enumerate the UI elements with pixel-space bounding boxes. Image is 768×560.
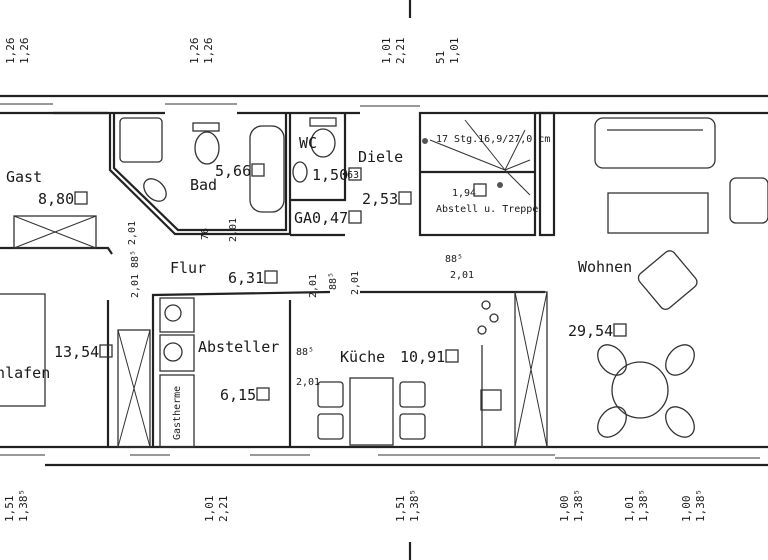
dimension-label: 1,01 — [380, 38, 393, 65]
dimension-label: 1,26 — [188, 38, 201, 65]
door-dimension-label: 2,01 — [127, 221, 138, 245]
door-width-label: 63 — [347, 170, 359, 181]
room-area: 8,80 — [38, 190, 74, 208]
door-dimension-label: 88⁵ — [445, 254, 463, 265]
room-area: 5,66 — [215, 162, 251, 180]
shaft-gast — [13, 215, 97, 249]
room-area: 1,50 — [312, 166, 348, 184]
door-dimension-label: 2,01 — [130, 274, 141, 298]
area-unit-icon — [348, 210, 362, 224]
area-unit-icon — [256, 387, 270, 401]
boiler-label: Gastherme — [172, 386, 183, 440]
dimension-label: 1,00 — [558, 496, 571, 523]
dimension-label: 1,38⁵ — [572, 489, 585, 522]
dimension-label: 1,38⁵ — [408, 489, 421, 522]
dimension-label: 1,38⁵ — [637, 489, 650, 522]
dimension-label: 2,21 — [394, 38, 407, 65]
bed-schlafen — [0, 293, 46, 407]
dimension-label: 1,26 — [4, 38, 17, 65]
door-dimension-label: 76 — [200, 228, 211, 240]
room-name: Absteller — [198, 338, 279, 356]
stair-annotation: 17 Stg.16,9/27,0 cm — [436, 134, 550, 145]
room-area: 1,94 — [452, 188, 476, 199]
room-name: Schlafen — [0, 364, 50, 382]
dimension-label: 1,26 — [202, 38, 215, 65]
dimension-label: 1,01 — [448, 38, 461, 65]
room-name: Bad — [190, 176, 217, 194]
dimension-label: 1,51 — [394, 496, 407, 523]
room-name: Abstell u. Treppe — [436, 204, 538, 215]
room-area: 29,54 — [568, 322, 613, 340]
dimension-label: 51 — [434, 51, 447, 64]
area-unit-icon — [445, 349, 459, 363]
area-unit-icon — [613, 323, 627, 337]
area-unit-icon — [473, 183, 487, 197]
area-unit-icon — [348, 167, 362, 181]
interior-walls — [0, 111, 556, 447]
dimension-label: 1,26 — [18, 38, 31, 65]
door-dimension-label: 88⁵ — [130, 250, 141, 268]
door-dimension-label: 2,01 — [296, 377, 320, 388]
room-name: Küche — [340, 348, 385, 366]
dimension-label: 1,01 — [203, 496, 216, 523]
dimension-label: 1,01 — [623, 496, 636, 523]
area-unit-icon — [251, 163, 265, 177]
door-dimension-label: 2,01 — [228, 218, 239, 242]
utility-fixtures — [159, 297, 195, 448]
door-dimension-label: 2,01 — [308, 274, 319, 298]
door-dimension-label: 88⁵ — [296, 347, 314, 358]
room-area: 6,15 — [220, 386, 256, 404]
room-name: Gast — [6, 168, 42, 186]
room-name: Flur — [170, 259, 206, 277]
room-area: 13,54 — [54, 343, 99, 361]
shaft-right — [514, 291, 548, 448]
room-name: WC — [299, 134, 317, 152]
room-name: Diele — [358, 148, 403, 166]
exterior-wall-bottom — [0, 445, 768, 467]
dimension-label: 1,51 — [3, 496, 16, 523]
room-area: 6,31 — [228, 269, 264, 287]
exterior-wall-top — [0, 94, 768, 115]
door-dimension-label: 88⁵ — [328, 272, 339, 290]
door-dimension-label: 2,01 — [350, 271, 361, 295]
dimension-label: 1,00 — [680, 496, 693, 523]
dimension-label: 1,38⁵ — [17, 489, 30, 522]
area-unit-icon — [264, 270, 278, 284]
bathroom-fixtures — [119, 117, 337, 213]
dimension-label: 1,38⁵ — [694, 489, 707, 522]
area-unit-icon — [398, 191, 412, 205]
room-area: 10,91 — [400, 348, 445, 366]
room-name: GA — [294, 209, 312, 227]
room-name: Wohnen — [578, 258, 632, 276]
room-area: 0,47 — [312, 209, 348, 227]
shaft-left — [117, 329, 151, 448]
door-dimension-label: 2,01 — [450, 270, 474, 281]
area-unit-icon — [99, 344, 113, 358]
kitchen-furniture — [317, 300, 502, 447]
stair-lines — [422, 119, 531, 196]
living-furniture — [594, 117, 768, 438]
area-unit-icon — [74, 191, 88, 205]
room-area: 2,53 — [362, 190, 398, 208]
dimension-label: 2,21 — [217, 496, 230, 523]
